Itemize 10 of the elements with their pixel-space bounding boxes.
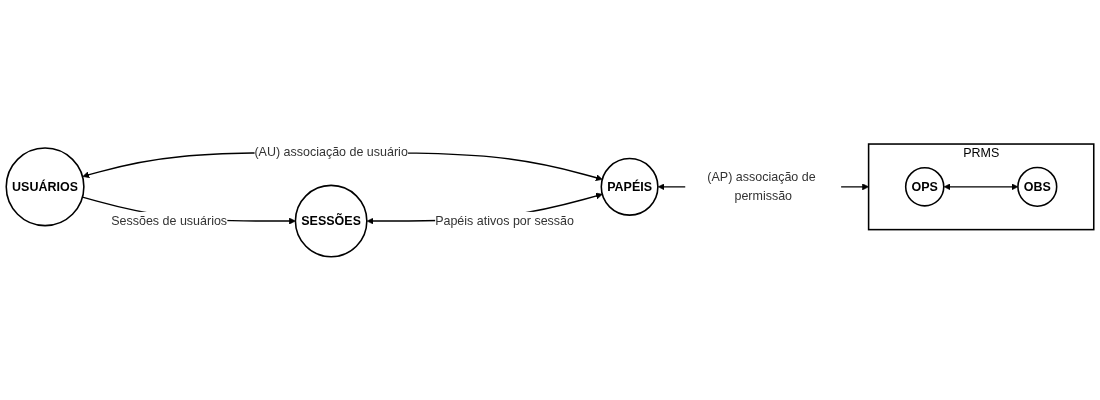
node-circle: SESSÕES (294, 184, 368, 258)
node-circle: USUÁRIOS (5, 147, 85, 227)
edge-label: (AP) associação de permissão (707, 170, 816, 203)
node-circle: OBS (1017, 166, 1058, 207)
node-circle: OPS (904, 167, 945, 207)
node-circle: PAPÉIS (600, 157, 659, 216)
edge-label: Sessões de usuários (111, 214, 228, 228)
edge-label: (AU) associação de usuário (254, 145, 408, 159)
edge-label: Papéis ativos por sessão (435, 214, 574, 228)
arrow (943, 183, 1019, 191)
